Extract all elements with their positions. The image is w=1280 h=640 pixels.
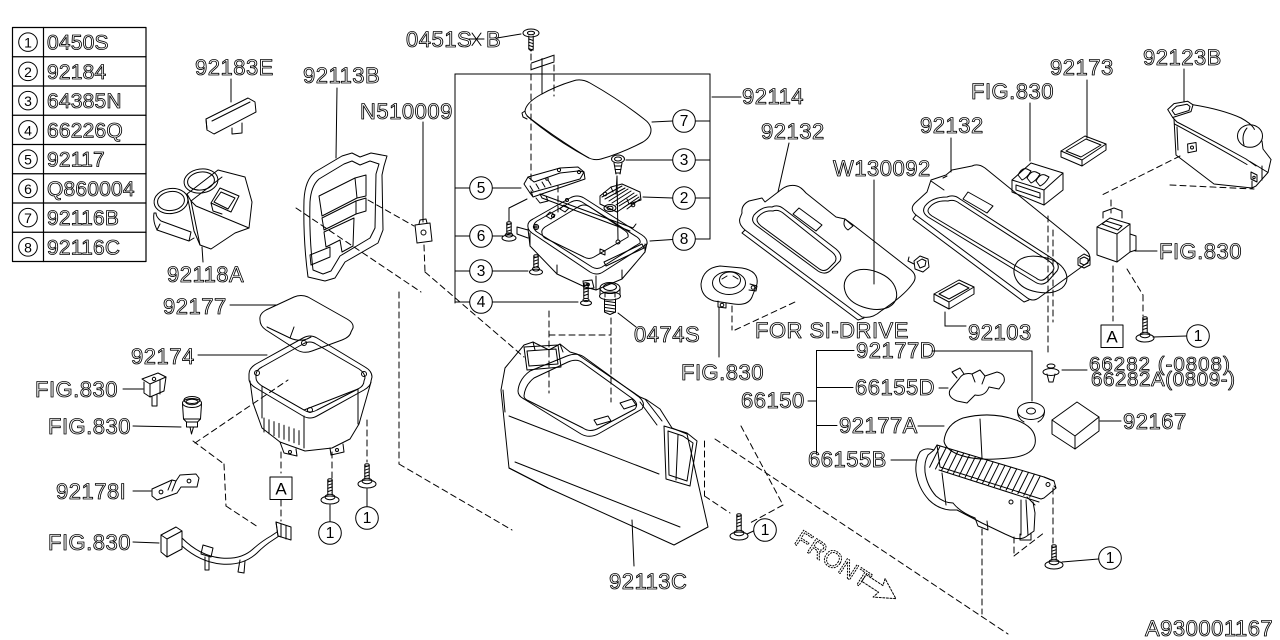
svg-text:92123B: 92123B (1143, 45, 1222, 70)
svg-text:92183E: 92183E (195, 55, 274, 80)
svg-text:FIG.830: FIG.830 (48, 530, 131, 555)
svg-text:92116C: 92116C (47, 236, 120, 259)
svg-text:4: 4 (24, 122, 32, 138)
svg-text:66150: 66150 (741, 388, 805, 413)
svg-text:92117: 92117 (47, 149, 105, 172)
svg-text:92116B: 92116B (47, 207, 119, 230)
svg-text:FIG.830: FIG.830 (971, 79, 1054, 104)
svg-text:W130092: W130092 (833, 156, 931, 181)
svg-text:2: 2 (24, 64, 32, 80)
svg-text:2: 2 (680, 190, 689, 207)
svg-text:92167: 92167 (1123, 409, 1187, 434)
svg-text:1: 1 (1106, 550, 1115, 567)
svg-text:A: A (275, 480, 287, 499)
svg-text:1: 1 (363, 510, 372, 527)
svg-text:92177D: 92177D (856, 338, 936, 363)
svg-text:0474S: 0474S (634, 322, 700, 347)
svg-text:92113B: 92113B (303, 63, 380, 88)
svg-text:FIG.830: FIG.830 (681, 360, 764, 385)
svg-text:0451S: 0451S (406, 27, 472, 52)
svg-text:A: A (1106, 328, 1118, 347)
svg-text:5: 5 (24, 152, 32, 168)
svg-text:1: 1 (1194, 328, 1203, 345)
svg-text:92177: 92177 (163, 294, 227, 319)
svg-text:92132: 92132 (761, 119, 825, 144)
svg-text:3: 3 (680, 152, 689, 169)
svg-text:66282A(0809-): 66282A(0809-) (1091, 368, 1236, 391)
svg-text:8: 8 (680, 231, 689, 248)
svg-text:92178I: 92178I (56, 479, 126, 504)
svg-text:92132: 92132 (920, 113, 984, 138)
svg-text:6: 6 (24, 181, 32, 197)
svg-text:Q860004: Q860004 (47, 178, 135, 201)
svg-text:4: 4 (477, 294, 486, 311)
svg-text:1: 1 (326, 525, 335, 542)
svg-text:B: B (486, 27, 501, 52)
svg-text:1: 1 (24, 35, 32, 51)
svg-text:66282 (-0808): 66282 (-0808) (1089, 353, 1231, 376)
svg-text:92184: 92184 (47, 61, 107, 84)
svg-text:FOR SI-DRIVE: FOR SI-DRIVE (755, 318, 909, 343)
svg-text:FIG.830: FIG.830 (35, 377, 118, 402)
svg-text:66226Q: 66226Q (47, 119, 123, 142)
svg-text:66155B: 66155B (808, 447, 887, 472)
svg-text:5: 5 (477, 180, 486, 197)
svg-text:92118A: 92118A (167, 262, 244, 287)
svg-text:92113C: 92113C (609, 569, 687, 594)
svg-text:A930001167: A930001167 (1145, 616, 1273, 640)
svg-text:N510009: N510009 (360, 99, 453, 124)
svg-text:1: 1 (761, 522, 770, 539)
svg-text:8: 8 (24, 239, 32, 255)
svg-text:0450S: 0450S (47, 32, 109, 55)
svg-text:92103: 92103 (968, 320, 1032, 345)
svg-text:66155D: 66155D (855, 375, 935, 400)
svg-text:7: 7 (24, 210, 32, 226)
svg-text:6: 6 (477, 228, 486, 245)
svg-text:92114: 92114 (742, 84, 804, 109)
svg-text:FIG.830: FIG.830 (48, 414, 131, 439)
svg-text:3: 3 (24, 93, 32, 109)
svg-text:7: 7 (680, 113, 689, 130)
svg-text:64385N: 64385N (47, 90, 122, 113)
svg-text:92177A: 92177A (839, 413, 918, 438)
svg-text:FIG.830: FIG.830 (1159, 239, 1242, 264)
svg-text:92174: 92174 (131, 344, 195, 369)
svg-text:92173: 92173 (1050, 55, 1114, 80)
svg-text:3: 3 (477, 263, 486, 280)
